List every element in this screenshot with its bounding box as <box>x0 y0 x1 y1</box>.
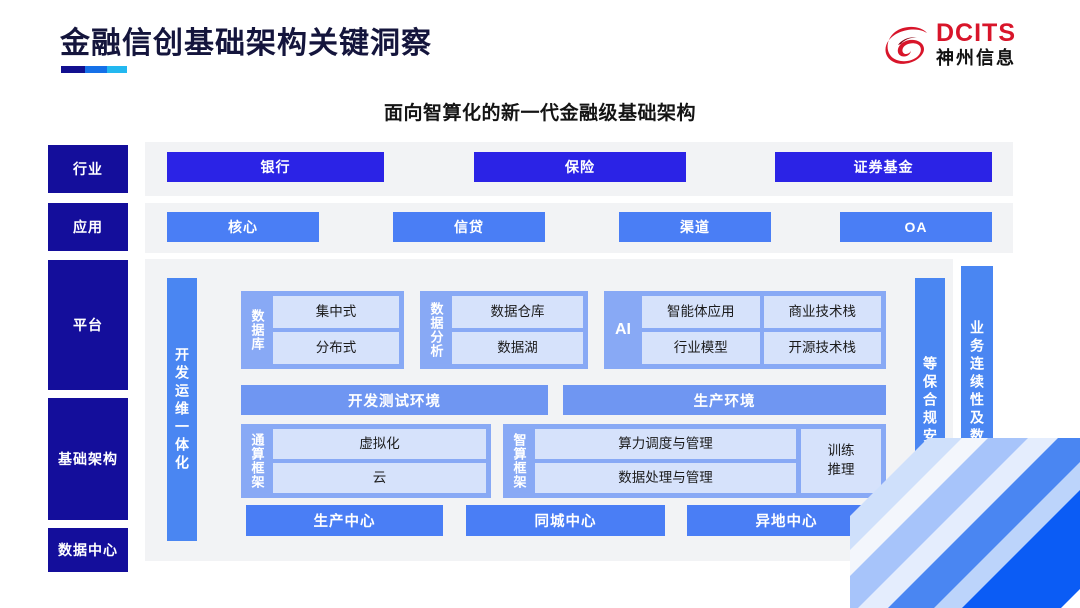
environment-bar-production[interactable]: 生产环境 <box>563 385 886 415</box>
subtile-data-warehouse[interactable]: 数据仓库 <box>452 296 583 328</box>
subtile-opensource-stack[interactable]: 开源技术栈 <box>763 332 881 364</box>
subtile-train-inference[interactable]: 训练 推理 <box>801 429 881 493</box>
group-general-compute-framework: 通算框架 虚拟化 云 <box>241 424 491 498</box>
subtile-commercial-stack[interactable]: 商业技术栈 <box>763 296 881 328</box>
dcits-logo: DCITS 神州信息 <box>884 20 1044 78</box>
title-underline-accent <box>61 66 127 73</box>
subtile-data-processing[interactable]: 数据处理与管理 <box>535 463 796 493</box>
industry-tile-securities[interactable]: 证券基金 <box>775 152 992 182</box>
page-title: 金融信创基础架构关键洞察 <box>60 27 432 60</box>
subtile-virtualization[interactable]: 虚拟化 <box>273 429 486 459</box>
subtile-compute-scheduling[interactable]: 算力调度与管理 <box>535 429 796 459</box>
subtile-agent-application[interactable]: 智能体应用 <box>642 296 760 328</box>
industry-tile-insurance[interactable]: 保险 <box>474 152 686 182</box>
vertical-bar-continuity[interactable]: 业务连续性及数据保护 <box>961 266 993 554</box>
subtile-data-lake[interactable]: 数据湖 <box>452 332 583 364</box>
group-label-smart-compute: 智算框架 <box>511 433 527 489</box>
diagram-subtitle: 面向智算化的新一代金融级基础架构 <box>383 103 696 124</box>
group-label-data-analytics: 数据分析 <box>428 302 444 358</box>
sidebar-item-platform[interactable]: 平台 <box>48 260 128 390</box>
sidebar-item-infrastructure[interactable]: 基础架构 <box>48 398 128 520</box>
subtile-industry-model[interactable]: 行业模型 <box>642 332 760 364</box>
datacenter-bar-metro[interactable]: 同城中心 <box>466 505 665 536</box>
application-tile-channel[interactable]: 渠道 <box>619 212 771 242</box>
inference-label: 推理 <box>827 462 855 477</box>
application-tile-core[interactable]: 核心 <box>167 212 319 242</box>
environment-bar-dev-test[interactable]: 开发测试环境 <box>241 385 548 415</box>
logo-text-en: DCITS <box>936 19 1016 47</box>
group-data-analytics: 数据分析 数据仓库 数据湖 <box>420 291 588 369</box>
vertical-bar-security[interactable]: 等保合规安全 <box>915 278 945 541</box>
group-label-database: 数据库 <box>249 309 265 351</box>
datacenter-bar-remote[interactable]: 异地中心 <box>687 505 886 536</box>
application-tile-oa[interactable]: OA <box>840 212 992 242</box>
group-database: 数据库 集中式 分布式 <box>241 291 404 369</box>
subtile-cloud[interactable]: 云 <box>273 463 486 493</box>
datacenter-bar-production[interactable]: 生产中心 <box>246 505 443 536</box>
sidebar-item-industry[interactable]: 行业 <box>48 145 128 193</box>
group-label-general-compute: 通算框架 <box>249 433 265 489</box>
logo-wordmark: DCITS 神州信息 <box>936 20 1044 69</box>
logo-text-cn: 神州信息 <box>936 48 1016 68</box>
subtile-distributed[interactable]: 分布式 <box>273 332 399 364</box>
subtile-centralized[interactable]: 集中式 <box>273 296 399 328</box>
page-header: 金融信创基础架构关键洞察 DCITS 神州信息 <box>0 0 1080 92</box>
group-label-ai: AI <box>615 321 631 338</box>
industry-tile-bank[interactable]: 银行 <box>167 152 384 182</box>
application-tile-credit[interactable]: 信贷 <box>393 212 545 242</box>
train-label: 训练 <box>827 443 855 459</box>
group-ai: AI 智能体应用 商业技术栈 行业模型 开源技术栈 <box>604 291 886 369</box>
group-smart-compute-framework: 智算框架 算力调度与管理 数据处理与管理 训练 推理 <box>503 424 886 498</box>
sidebar-item-datacenter[interactable]: 数据中心 <box>48 528 128 572</box>
sidebar-item-application[interactable]: 应用 <box>48 203 128 251</box>
vertical-bar-devops[interactable]: 开发运维一体化 <box>167 278 197 541</box>
dcits-swirl-icon <box>885 26 927 64</box>
